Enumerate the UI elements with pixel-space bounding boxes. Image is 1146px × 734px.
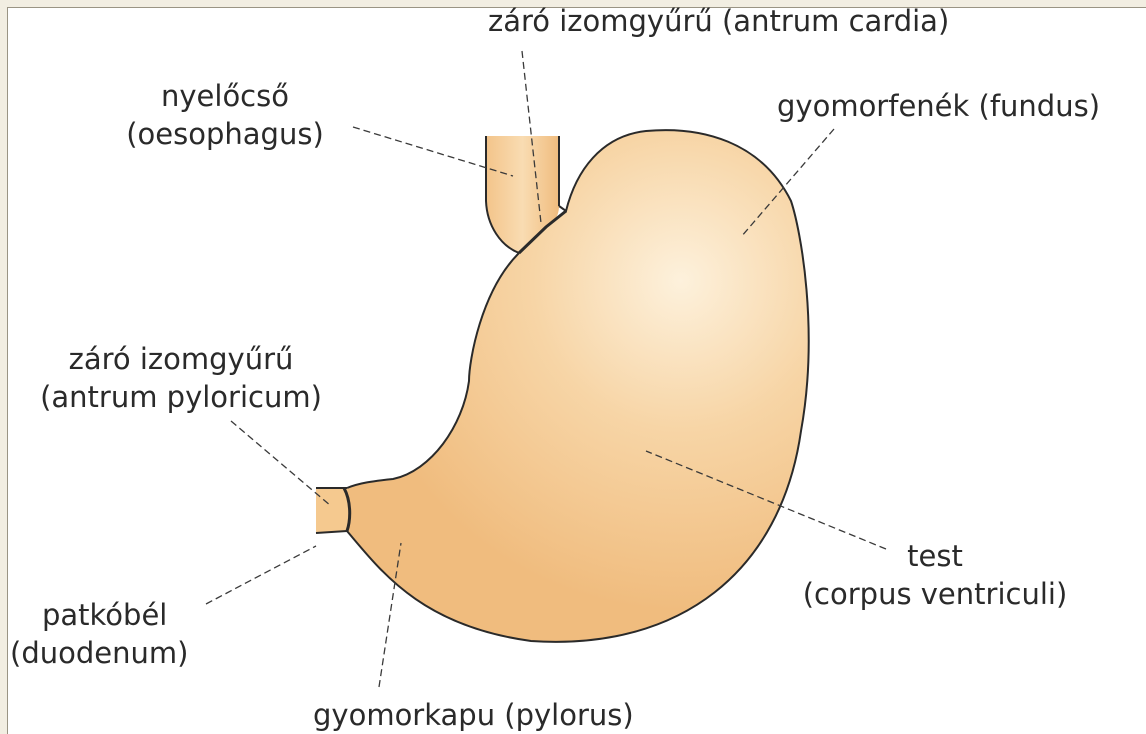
leader-duodenum: [206, 546, 316, 604]
label-duodenum: patkóbél (duodenum): [10, 596, 188, 672]
label-pylorus: gyomorkapu (pylorus): [313, 696, 634, 734]
label-fundus: gyomorfenék (fundus): [777, 87, 1100, 125]
stomach-body-shape: [347, 130, 809, 642]
label-cardia: záró izomgyűrű (antrum cardia): [488, 2, 949, 40]
label-esophagus: nyelőcső (oesophagus): [100, 77, 350, 153]
label-pyloric-antrum: záró izomgyűrű (antrum pyloricum): [16, 340, 346, 416]
leader-pyloric-antrum: [231, 421, 331, 506]
label-body: test (corpus ventriculi): [790, 537, 1080, 613]
